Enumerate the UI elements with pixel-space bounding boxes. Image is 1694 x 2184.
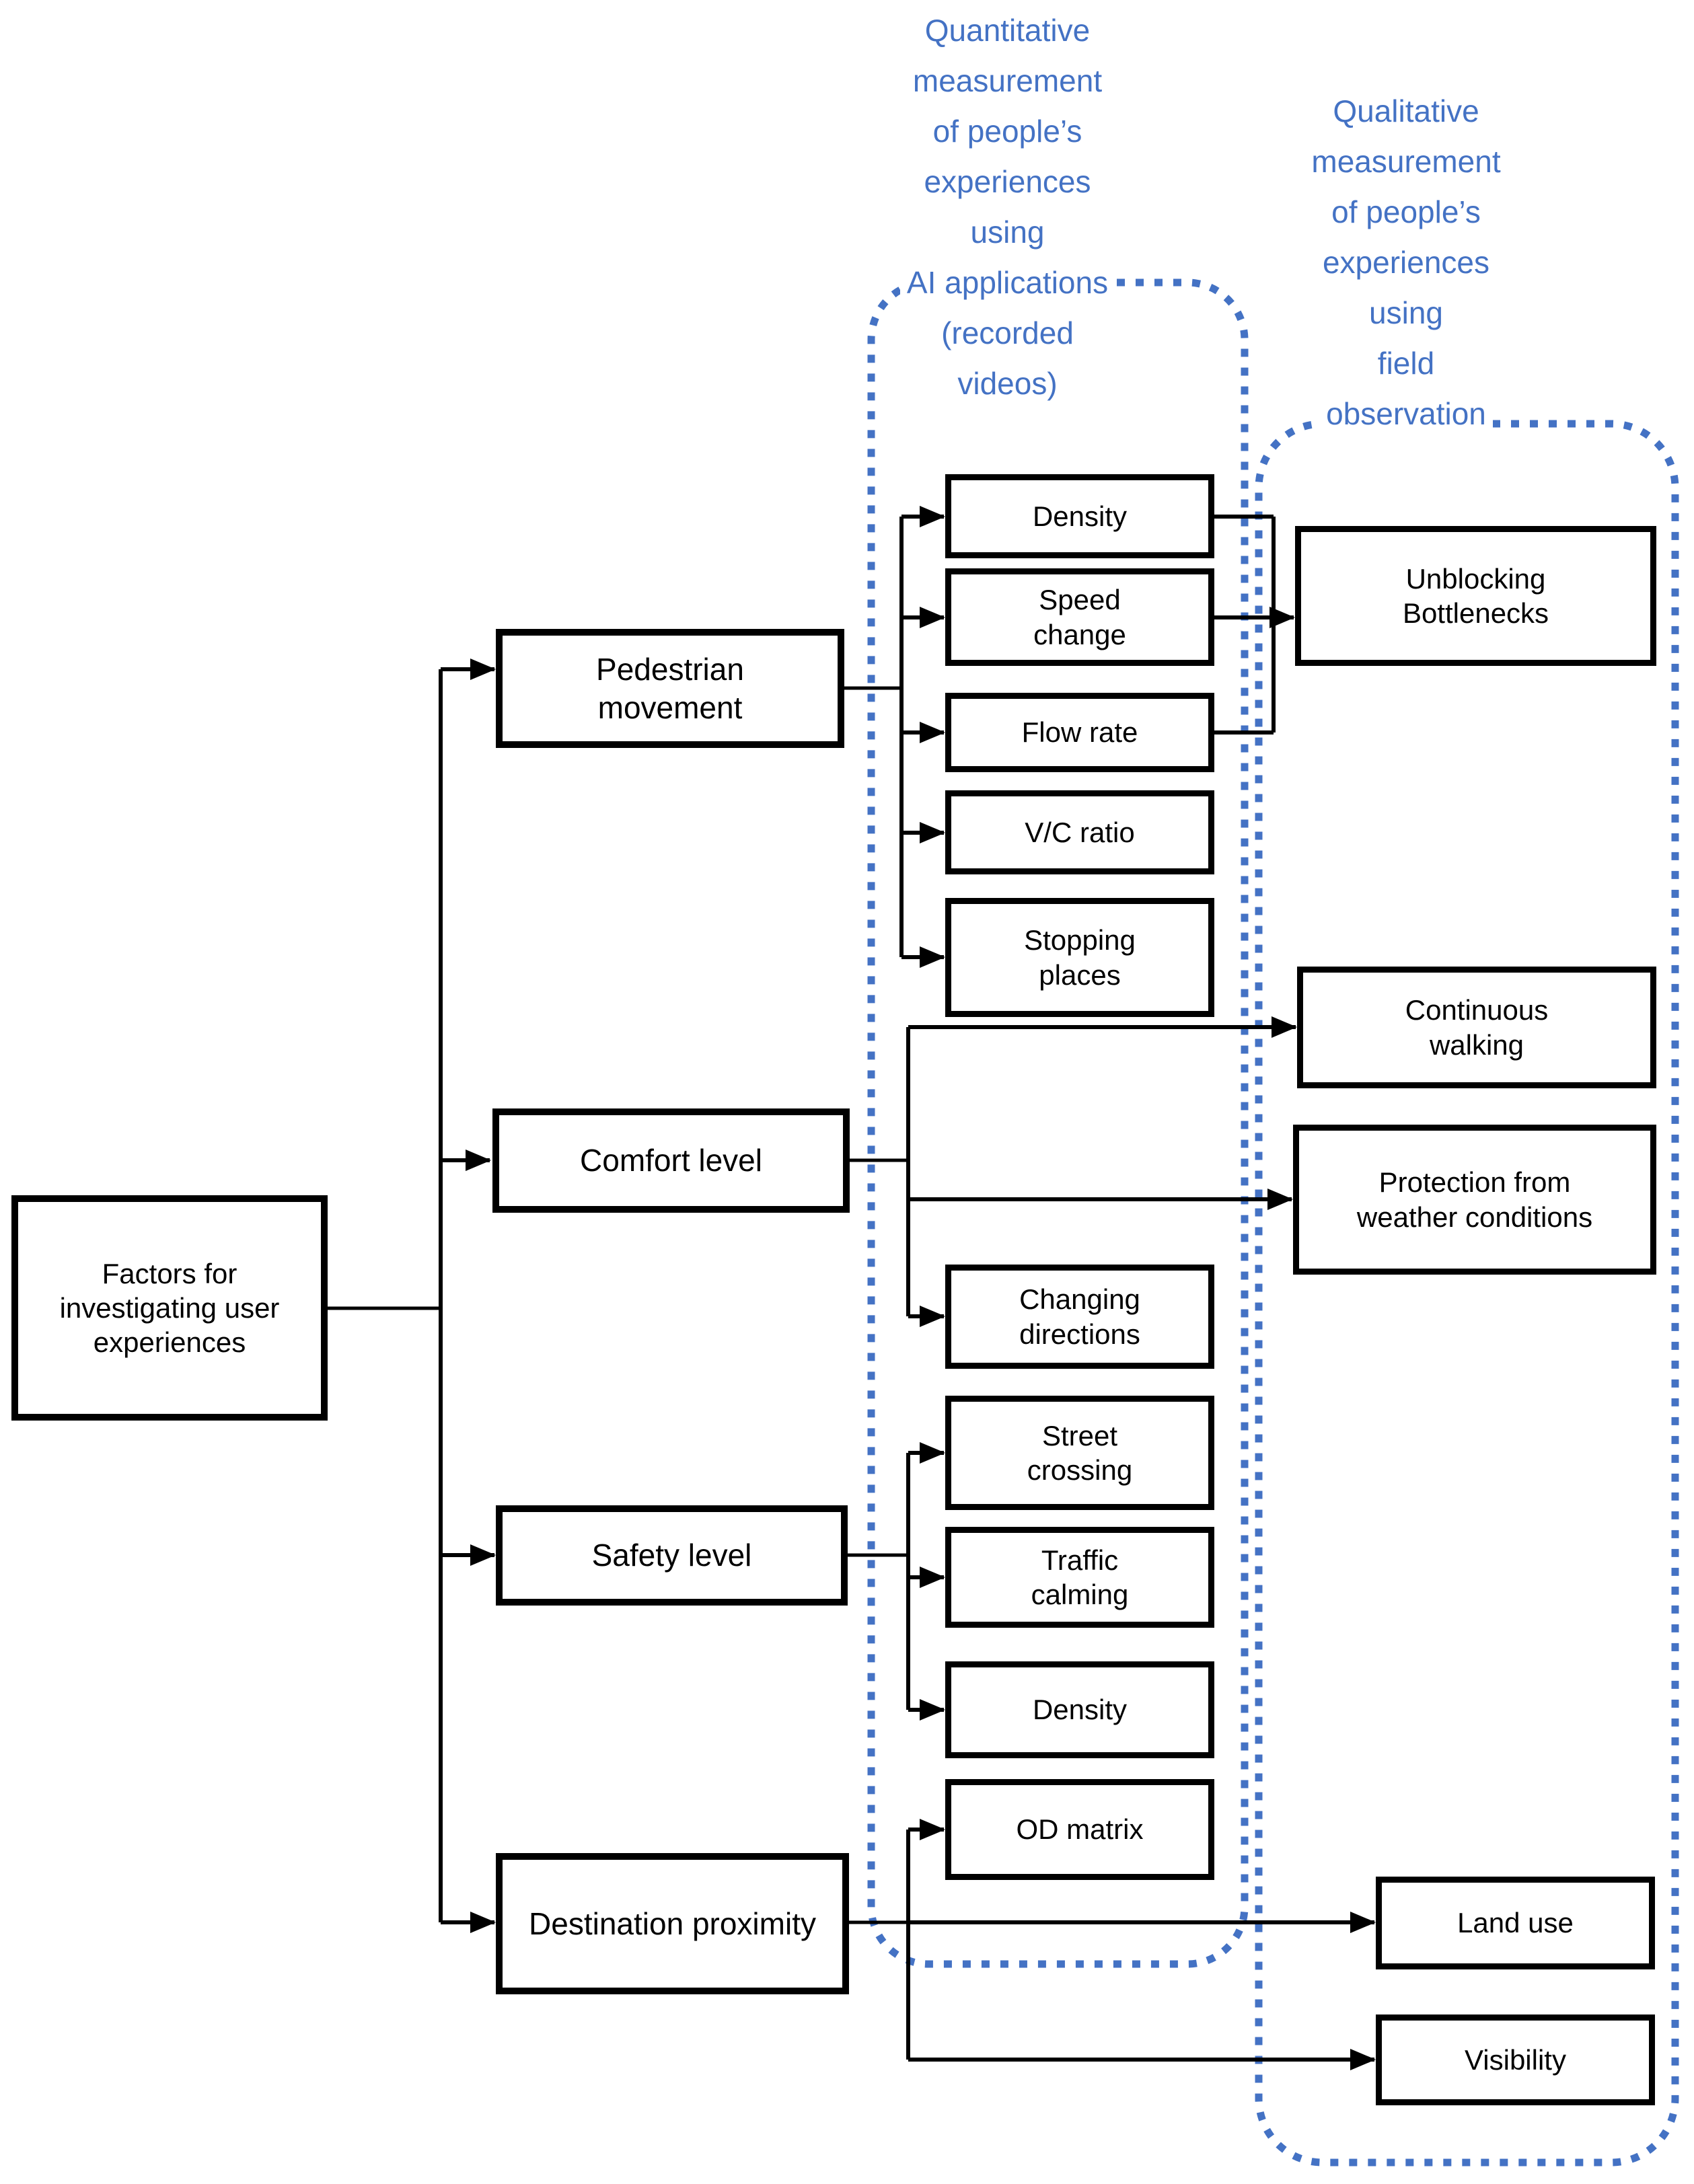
node-street-crossing: Street crossing [945,1396,1214,1510]
label-line: measurement [1304,137,1508,187]
label-line: experiences [917,157,1098,207]
node-density-2: Density [945,1661,1214,1758]
label-line: experiences [1315,237,1497,288]
label-line: Quantitative [918,5,1097,56]
node-safety-level: Safety level [496,1505,848,1606]
label-line: measurement [906,56,1109,106]
node-pedestrian-movement: Pedestrian movement [496,629,844,748]
node-root-factors: Factors for investigating user experienc… [11,1195,328,1421]
label-line: observation [1319,389,1493,439]
node-changing-directions: Changing directions [945,1265,1214,1369]
node-od-matrix: OD matrix [945,1779,1214,1880]
node-stopping-places: Stopping places [945,898,1214,1017]
frame-quantitative [867,278,1249,1968]
node-destination-proximity: Destination proximity [496,1853,849,1994]
label-line: using [963,207,1052,258]
label-quantitative-measurement: Quantitative measurement of people’s exp… [838,5,1177,409]
node-speed-change: Speed change [945,568,1214,666]
node-comfort-level: Comfort level [492,1108,850,1213]
frame-qualitative [1255,420,1679,2167]
node-continuous-walking: Continuous walking [1297,967,1656,1088]
label-qualitative-measurement: Qualitative measurement of people’s expe… [1272,86,1541,439]
node-visibility: Visibility [1376,2014,1655,2105]
label-line: (recorded [934,308,1080,359]
node-traffic-calming: Traffic calming [945,1527,1214,1628]
node-flow-rate: Flow rate [945,693,1214,772]
node-density-1: Density [945,474,1214,558]
label-line: of people’s [1325,187,1487,237]
node-land-use: Land use [1376,1877,1655,1969]
label-line: videos) [951,359,1064,409]
node-weather-protection: Protection from weather conditions [1293,1125,1656,1275]
node-unblocking-bottlenecks: Unblocking Bottlenecks [1295,526,1656,666]
label-line: AI applications [899,258,1115,308]
label-line: of people’s [926,106,1089,157]
label-line: using [1362,288,1450,338]
node-vc-ratio: V/C ratio [945,790,1214,874]
label-line: Qualitative [1326,86,1486,137]
label-line: field [1370,338,1442,389]
